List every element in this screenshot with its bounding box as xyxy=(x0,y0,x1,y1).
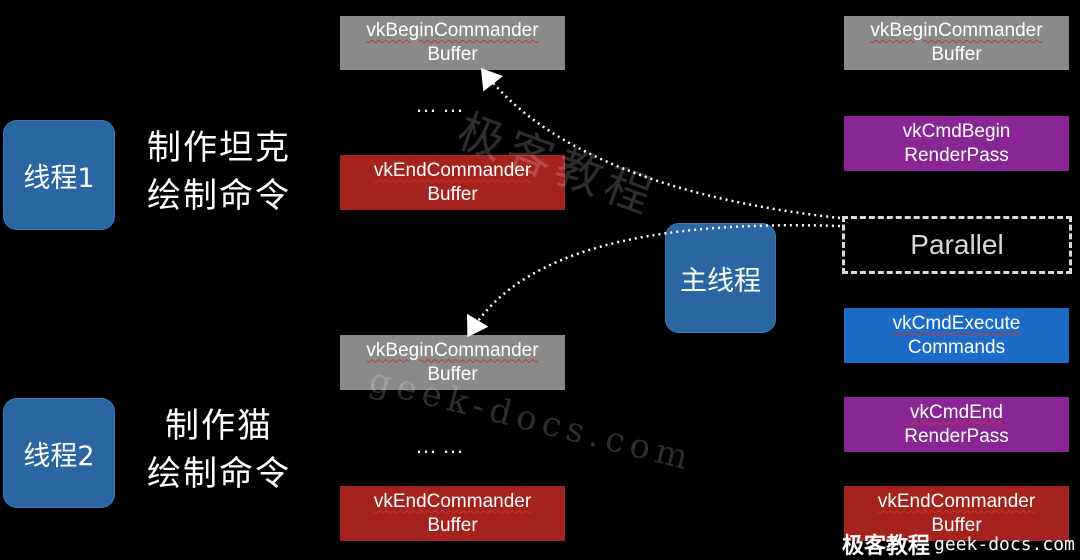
thread-1-box: 线程1 xyxy=(3,120,115,230)
top-ellipsis: …… xyxy=(415,92,469,117)
thread-2-task-line2: 绘制命令 xyxy=(147,454,291,494)
thread-2-box: 线程2 xyxy=(3,398,115,508)
top-end-command-buffer: vkEndCommander Buffer xyxy=(340,155,565,210)
thread-2-task-line1: 制作猫 xyxy=(165,406,273,446)
right-begin-render-pass: vkCmdBegin RenderPass xyxy=(844,116,1069,171)
right-execute-line1: vkCmdExecute xyxy=(892,312,1021,334)
thread-2-label: 线程2 xyxy=(23,440,95,472)
thread-2-task: 制作猫 绘制命令 xyxy=(130,402,308,498)
right-begin-line1: vkBeginCommander xyxy=(870,20,1043,41)
right-end-line1: vkEndCommander xyxy=(877,490,1036,512)
thread-1-label: 线程1 xyxy=(23,162,95,194)
right-end-command-buffer: vkEndCommander Buffer xyxy=(844,486,1069,541)
footer-brand: 极客教程 xyxy=(842,533,931,559)
right-begin-line2: Buffer xyxy=(931,44,982,65)
bottom-begin-line2: Buffer xyxy=(427,363,478,385)
right-end-line2: Buffer xyxy=(931,514,982,536)
right-execute-commands: vkCmdExecute Commands xyxy=(844,308,1069,363)
bottom-end-command-buffer: vkEndCommander Buffer xyxy=(340,486,565,541)
parallel-box: Parallel xyxy=(842,216,1072,274)
arrow-parallel-to-top-begin xyxy=(480,68,841,220)
right-end-render-pass-line2: RenderPass xyxy=(904,425,1009,447)
arrow-parallel-to-bottom-begin xyxy=(467,224,841,338)
bottom-end-line1: vkEndCommander xyxy=(373,490,532,512)
right-execute-line2: Commands xyxy=(907,336,1006,358)
bottom-ellipsis: …… xyxy=(415,433,469,458)
footer-url: geek-docs.com xyxy=(934,533,1075,555)
right-end-render-pass-line1: vkCmdEnd xyxy=(910,401,1003,423)
right-end-render-pass: vkCmdEnd RenderPass xyxy=(844,397,1069,452)
right-begin-render-pass-line2: RenderPass xyxy=(904,144,1009,166)
top-end-line1: vkEndCommander xyxy=(373,159,532,181)
top-end-line2: Buffer xyxy=(427,183,478,205)
main-thread-label: 主线程 xyxy=(680,265,761,297)
right-begin-render-pass-line1: vkCmdBegin xyxy=(902,120,1011,142)
thread-1-task-line2: 绘制命令 xyxy=(147,176,291,216)
top-begin-command-buffer: vkBeginCommander Buffer xyxy=(340,16,565,70)
bottom-begin-command-buffer: vkBeginCommander Buffer xyxy=(340,335,565,390)
main-thread-box: 主线程 xyxy=(665,223,776,333)
bottom-begin-line1: vkBeginCommander xyxy=(366,339,539,361)
parallel-label: Parallel xyxy=(910,229,1004,260)
right-begin-command-buffer: vkBeginCommander Buffer xyxy=(844,16,1069,70)
thread-1-task: 制作坦克 绘制命令 xyxy=(130,124,308,220)
top-begin-line2: Buffer xyxy=(427,44,478,65)
top-begin-line1: vkBeginCommander xyxy=(366,20,539,41)
bottom-end-line2: Buffer xyxy=(427,514,478,536)
thread-1-task-line1: 制作坦克 xyxy=(147,128,291,168)
footer-brand-block: 极客教程 geek-docs.com xyxy=(842,528,1075,560)
